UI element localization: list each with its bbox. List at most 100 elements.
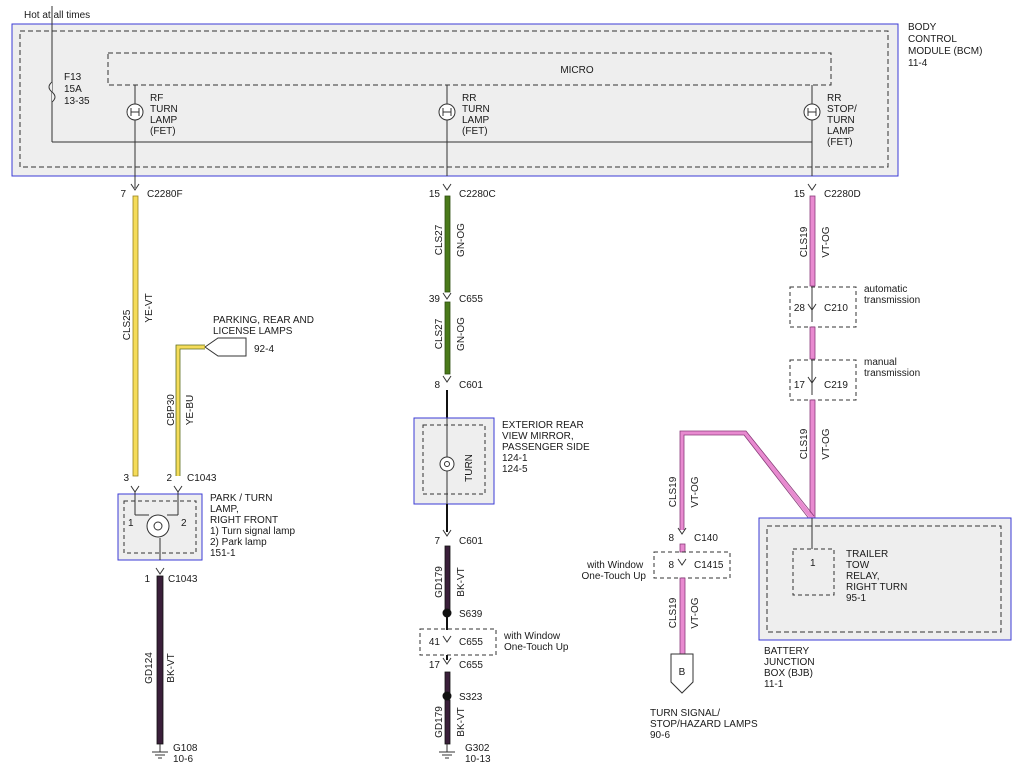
c2280c-pin: 15 bbox=[429, 189, 441, 200]
c1043-pin3: 3 bbox=[123, 473, 129, 484]
wire-cls19-bjb-color: VT-OG bbox=[821, 428, 832, 459]
c655-lower-arrow bbox=[442, 657, 452, 665]
turn-signal-conn-letter: B bbox=[679, 667, 686, 678]
wire-cls19-bjb-code: CLS19 bbox=[799, 428, 810, 459]
fuse-symbol bbox=[48, 81, 56, 103]
wire-gd179-lower bbox=[444, 699, 451, 745]
bcm-box bbox=[11, 23, 899, 177]
c1043-pin2: 2 bbox=[166, 473, 172, 484]
bjb-pin: 1 bbox=[810, 558, 816, 569]
wire-gd179-upper bbox=[444, 545, 451, 613]
c2280d-arrow bbox=[807, 183, 817, 191]
c1043-bottom-pin: 1 bbox=[144, 574, 150, 585]
fuse-label: F13 15A 13-35 bbox=[64, 72, 90, 107]
parking-connector-flag bbox=[204, 337, 247, 357]
c140-label: C140 bbox=[694, 533, 718, 544]
c655-upper-pin: 39 bbox=[429, 294, 441, 305]
c219-optional-box bbox=[789, 359, 857, 401]
park-turn-bulb-filament bbox=[153, 521, 163, 531]
wire-cls27-lower-code: CLS27 bbox=[434, 318, 445, 349]
wire-gd179-upper-code: GD179 bbox=[434, 566, 445, 598]
auto-trans-label: automatic transmission bbox=[864, 284, 920, 306]
wire-gd124 bbox=[156, 575, 164, 745]
wire-cls25-code: CLS25 bbox=[122, 309, 133, 340]
trailer-relay-label: TRAILER TOW RELAY, RIGHT TURN 95-1 bbox=[846, 549, 910, 604]
c601-lower-pin: 7 bbox=[434, 536, 440, 547]
parking-label: PARKING, REAR AND LICENSE LAMPS bbox=[213, 315, 317, 337]
c601-upper-arrow bbox=[442, 375, 452, 383]
wire-cls19-link bbox=[809, 326, 816, 360]
wire-cls27-upper bbox=[444, 195, 451, 293]
c2280f-pin: 7 bbox=[120, 189, 126, 200]
wire-cls19-mid-color: VT-OG bbox=[690, 476, 701, 507]
wire-cls19-bottom bbox=[679, 577, 686, 655]
micro-label: MICRO bbox=[560, 65, 594, 76]
window-option-label-a: with Window One-Touch Up bbox=[503, 631, 569, 653]
bjb-label: BATTERY JUNCTION BOX (BJB) 11-1 bbox=[764, 646, 817, 690]
fet-rf-gate bbox=[130, 108, 140, 116]
c210-label: C210 bbox=[824, 303, 848, 314]
mirror-box bbox=[413, 417, 495, 505]
c1415-optional-box bbox=[653, 551, 731, 579]
wire-cls27-lower-color: GN-OG bbox=[456, 317, 467, 351]
wire-cls19-bottom-color: VT-OG bbox=[690, 597, 701, 628]
bjb-inner bbox=[766, 525, 1002, 633]
splice-s323-label: S323 bbox=[459, 692, 483, 703]
wire-gd124-color: BK-VT bbox=[166, 653, 177, 682]
wire-cls19-top-color: VT-OG bbox=[821, 226, 832, 257]
bcm-label: BODY CONTROL MODULE (BCM) 11-4 bbox=[908, 22, 985, 69]
c655-upper-label: C655 bbox=[459, 294, 483, 305]
c655-optional-box bbox=[419, 628, 497, 656]
window-option-label-b: with Window One-Touch Up bbox=[582, 560, 647, 582]
c1415-arrow bbox=[677, 558, 687, 566]
wire-cls19-diagonal-outline bbox=[679, 430, 815, 530]
manual-trans-label: manual transmission bbox=[864, 357, 920, 379]
c601-lower-arrow bbox=[442, 529, 452, 537]
park-turn-bulb-icon bbox=[146, 514, 170, 538]
wire-c140-c1415 bbox=[679, 543, 686, 553]
park-turn-pin1: 1 bbox=[128, 518, 134, 529]
wire-cls19-top-code: CLS19 bbox=[799, 226, 810, 257]
wire-gd179-upper-color: BK-VT bbox=[456, 567, 467, 596]
c1043-top-label: C1043 bbox=[187, 473, 217, 484]
mirror-inner bbox=[422, 424, 486, 495]
wire-cbp30-outline bbox=[175, 344, 205, 476]
g302-label: G302 10-13 bbox=[465, 743, 492, 765]
wire-cbp30-color: YE-BU bbox=[185, 395, 196, 426]
c210-pin: 28 bbox=[794, 303, 806, 314]
c655-mid-arrow bbox=[442, 635, 452, 643]
park-turn-lamp-wires bbox=[134, 492, 179, 560]
wire-cls25 bbox=[132, 195, 139, 477]
fet-rr-label: RR TURN LAMP (FET) bbox=[462, 93, 493, 137]
park-turn-lamp-inner bbox=[123, 500, 197, 554]
park-turn-label: PARK / TURN LAMP, RIGHT FRONT 1) Turn si… bbox=[210, 493, 298, 559]
splice-s323-icon bbox=[442, 691, 452, 701]
c655-mid-label: C655 bbox=[459, 637, 483, 648]
fet-rr-gate bbox=[442, 108, 452, 116]
parking-ref: 92-4 bbox=[254, 344, 274, 355]
c140-arrow bbox=[677, 527, 687, 535]
mirror-turn-lamp-icon bbox=[439, 456, 455, 472]
c655-lower-pin: 17 bbox=[429, 660, 441, 671]
c1415-label: C1415 bbox=[694, 560, 724, 571]
c1043-bottom-arrow bbox=[155, 567, 165, 575]
mirror-turn-lamp-filament bbox=[444, 461, 450, 467]
c1043-bottom-label: C1043 bbox=[168, 574, 198, 585]
wire-gd179-lower-color: BK-VT bbox=[456, 707, 467, 736]
c655-upper-arrow bbox=[442, 292, 452, 300]
hot-label: Hot at all times bbox=[24, 10, 90, 21]
c2280f-connector bbox=[130, 183, 140, 191]
splice-s639-label: S639 bbox=[459, 609, 483, 620]
c219-pin: 17 bbox=[794, 380, 806, 391]
c2280d-pin: 15 bbox=[794, 189, 806, 200]
wire-cls19-top bbox=[809, 195, 816, 287]
c140-pin: 8 bbox=[668, 533, 674, 544]
c210-optional-box bbox=[789, 286, 857, 328]
c2280c-arrow bbox=[442, 183, 452, 191]
turn-signal-label: TURN SIGNAL/ STOP/HAZARD LAMPS 90-6 bbox=[650, 708, 760, 741]
fet-rf-label: RF TURN LAMP (FET) bbox=[150, 93, 181, 137]
bjb-box bbox=[758, 517, 1012, 641]
c1415-pin: 8 bbox=[668, 560, 674, 571]
wire-c655-s323 bbox=[444, 671, 451, 695]
